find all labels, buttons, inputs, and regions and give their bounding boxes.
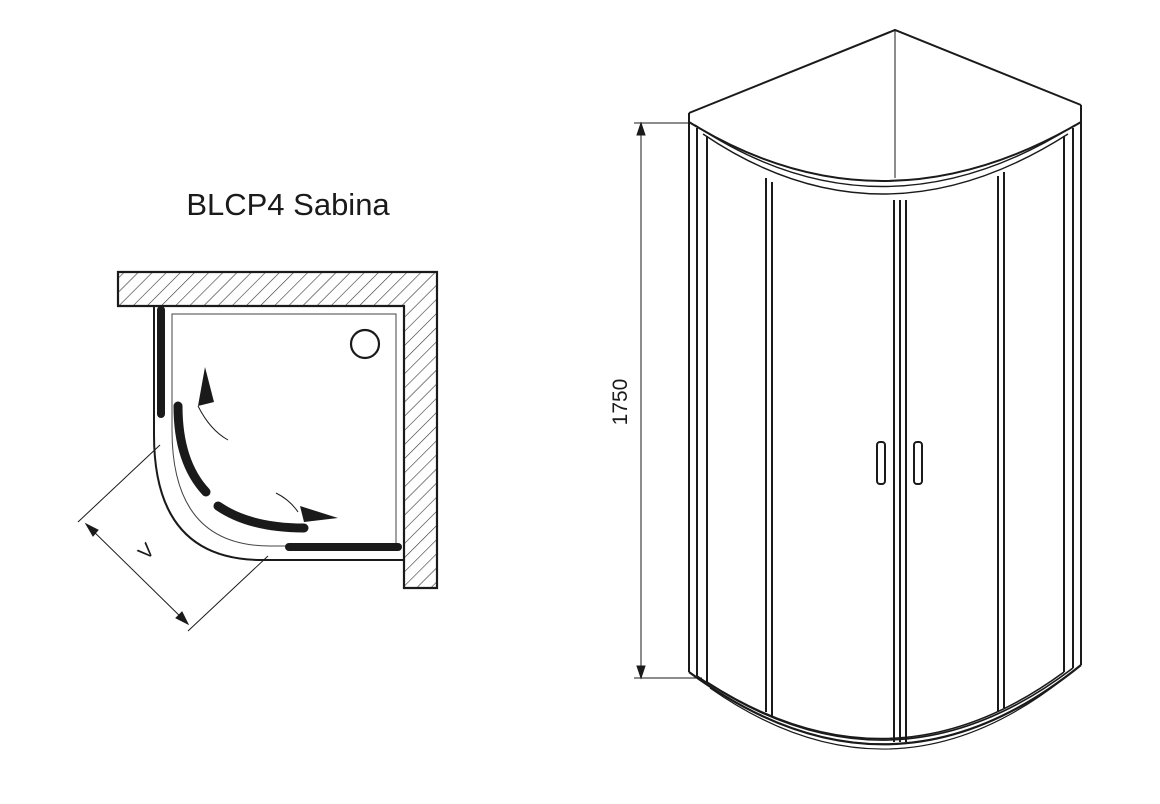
left-door-handle <box>876 441 886 485</box>
height-label: 1750 <box>609 379 632 426</box>
plan-view: V <box>77 270 439 632</box>
side-posts <box>688 122 1082 682</box>
panel-edges <box>765 172 1005 742</box>
height-dimension <box>634 121 702 680</box>
fixed-panels <box>157 306 402 551</box>
sliding-doors <box>173 401 309 533</box>
arrow-right-icon <box>300 506 338 522</box>
shower-tray <box>153 305 405 561</box>
top-frame <box>688 28 1082 195</box>
product-title: BLCP4 Sabina <box>186 187 390 222</box>
right-door-handle <box>913 441 923 485</box>
width-dimension <box>77 444 269 632</box>
wall-hatching <box>116 270 439 590</box>
width-label: V <box>134 539 159 564</box>
elevation-view: 1750 <box>609 28 1082 750</box>
bottom-frame <box>688 664 1082 750</box>
drain-icon <box>349 328 381 360</box>
arrow-up-icon <box>198 367 214 406</box>
opening-arrows <box>197 367 338 522</box>
